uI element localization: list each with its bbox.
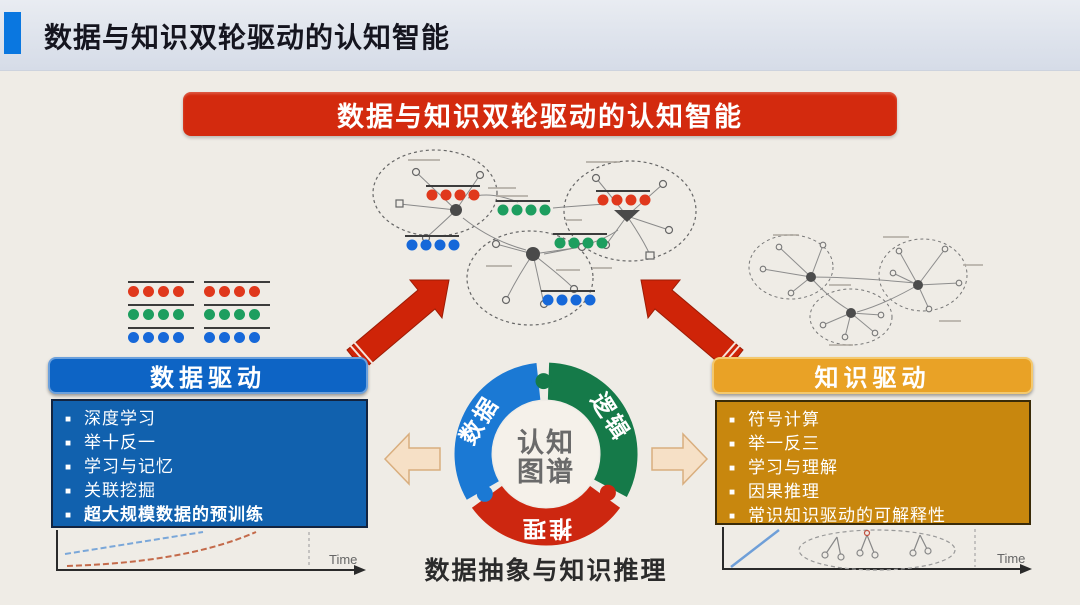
green-vector-icon: [204, 304, 270, 320]
red-vector-icon: [204, 281, 270, 297]
knowledge-driven-list-box: 符号计算 举一反三 学习与理解 因果推理 常识知识驱动的可解释性: [715, 400, 1031, 525]
ring-segment-data: [454, 363, 542, 500]
list-item: 关联挖掘: [65, 479, 362, 503]
knowledge-driven-header: 知识驱动: [712, 357, 1033, 394]
blue-vector-icon: [204, 327, 270, 343]
right-arrow-icon: [651, 432, 709, 486]
list-item: 常识知识驱动的可解释性: [729, 504, 1025, 528]
center-caption: 数据抽象与知识推理: [424, 557, 668, 585]
window-title-bar: 数据与知识双轮驱动的认知智能: [0, 0, 1080, 71]
list-item: 因果推理: [729, 480, 1025, 504]
puzzle-tab-icon: [476, 485, 493, 502]
list-item: 超大规模数据的预训练: [65, 503, 362, 527]
slide-banner: 数据与知识双轮驱动的认知智能: [183, 92, 897, 136]
list-item: 学习与记忆: [65, 455, 362, 479]
puzzle-tab-icon: [599, 484, 616, 501]
red-vector-icon: [128, 281, 194, 297]
banner-title: 数据与知识双轮驱动的认知智能: [337, 101, 743, 132]
data-driven-list-box: 深度学习 举十反一 学习与记忆 关联挖掘 超大规模数据的预训练: [51, 399, 368, 528]
svg-text:Time: Time: [329, 552, 357, 567]
cognitive-graph-puzzle-ring: 认知 图谱 数据 逻辑 推理: [454, 362, 638, 546]
knowledge-driven-title: 知识驱动: [814, 365, 931, 392]
list-item: 深度学习: [65, 407, 362, 431]
svg-text:Time: Time: [997, 551, 1025, 566]
data-driven-header: 数据驱动: [48, 357, 368, 394]
symbolic-knowledge-graph: [748, 234, 983, 346]
knowledge-graph-with-embeddings: [372, 149, 697, 326]
ring-center-disc: [493, 401, 599, 507]
list-item: 学习与理解: [729, 456, 1025, 480]
green-vector-icon: [128, 304, 194, 320]
blue-vector-icon: [128, 327, 194, 343]
ring-segment-reasoning: [471, 485, 621, 546]
page-title: 数据与知识双轮驱动的认知智能: [44, 22, 451, 53]
embedding-vector-matrix: [128, 281, 270, 343]
ring-center-label-line1: 认知: [517, 428, 575, 458]
knowledge-driven-list: 符号计算 举一反三 学习与理解 因果推理 常识知识驱动的可解释性: [729, 408, 1025, 528]
ring-segment-logic: [547, 362, 638, 497]
knowledge-growth-time-chart: Time: [722, 527, 1032, 574]
title-accent-square: [4, 12, 21, 54]
ring-center-label-line2: 图谱: [517, 456, 575, 487]
list-item: 举一反三: [729, 432, 1025, 456]
list-item: 符号计算: [729, 408, 1025, 432]
ring-label-reasoning: 推理: [520, 516, 572, 542]
data-driven-list: 深度学习 举十反一 学习与记忆 关联挖掘 超大规模数据的预训练: [65, 407, 362, 527]
data-driven-title: 数据驱动: [150, 365, 266, 392]
data-growth-time-chart: Time: [56, 530, 366, 575]
list-item: 举十反一: [65, 431, 362, 455]
left-arrow-icon: [383, 432, 441, 486]
puzzle-tab-icon: [535, 373, 552, 390]
